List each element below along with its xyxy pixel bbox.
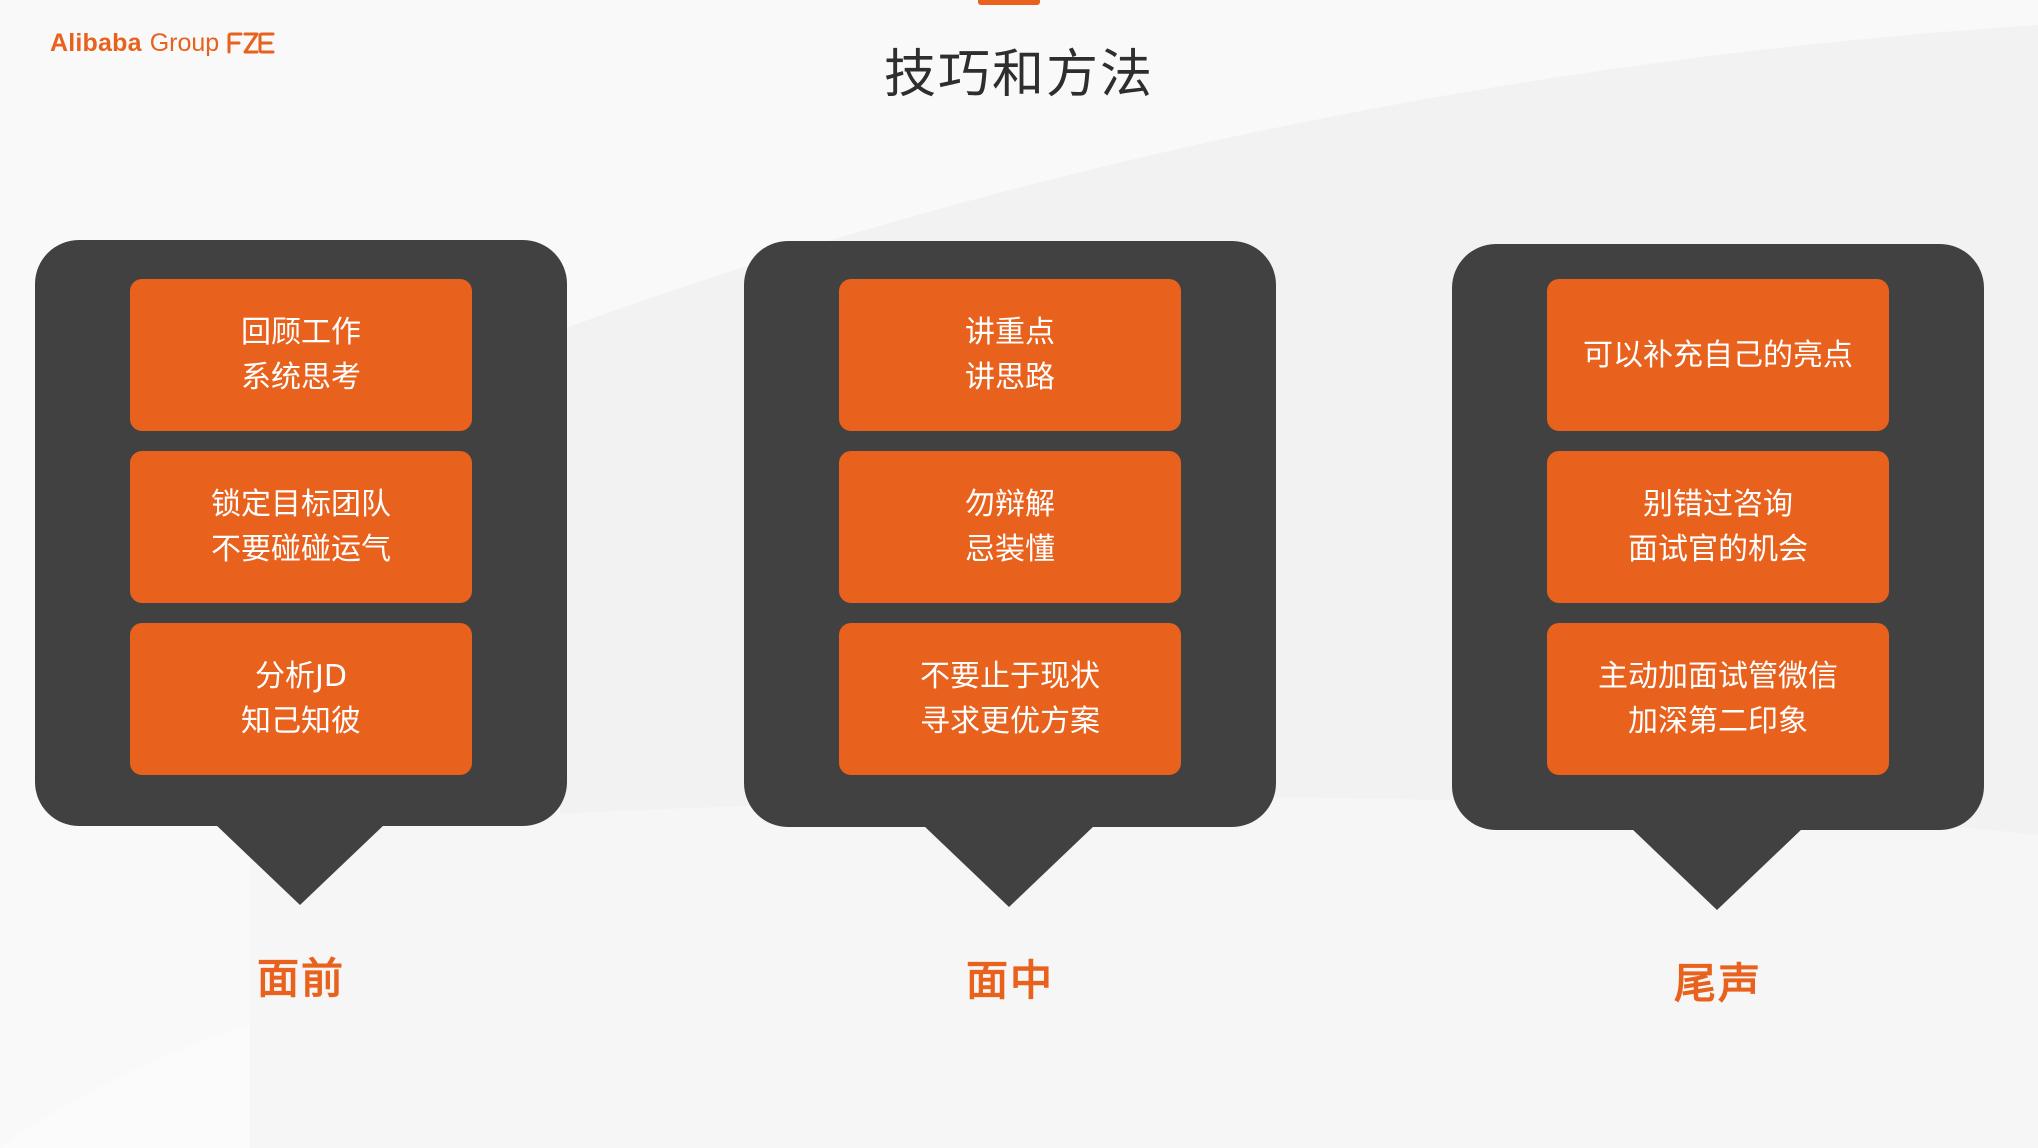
phase-label-closing: 尾声 xyxy=(1673,959,1762,1008)
tip-line: 分析JD xyxy=(255,659,347,694)
tip-line: 不要碰碰运气 xyxy=(211,532,391,567)
tip-card: 主动加面试管微信 加深第二印象 xyxy=(1547,623,1889,775)
tip-line: 讲重点 xyxy=(965,315,1055,350)
tip-line: 知己知彼 xyxy=(241,704,361,739)
tip-line: 忌装懂 xyxy=(965,532,1055,567)
phase-label-before: 面前 xyxy=(256,954,345,1003)
tip-line: 主动加面试管微信 xyxy=(1598,659,1838,694)
tip-line: 回顾工作 xyxy=(241,315,361,350)
panel-closing: 可以补充自己的亮点 别错过咨询 面试官的机会 主动加面试管微信 加深第二印象 xyxy=(1452,244,1984,830)
tip-line: 寻求更优方案 xyxy=(920,704,1100,739)
panel-pointer xyxy=(1631,828,1803,910)
panel-pointer xyxy=(923,825,1095,907)
tip-line: 加深第二印象 xyxy=(1628,704,1808,739)
tip-line: 锁定目标团队 xyxy=(211,487,391,522)
panel-before-interview: 回顾工作 系统思考 锁定目标团队 不要碰碰运气 分析JD 知己知彼 xyxy=(35,240,567,826)
tip-card: 讲重点 讲思路 xyxy=(839,279,1181,431)
logo-brand: Alibaba xyxy=(50,28,142,57)
page-title: 技巧和方法 xyxy=(883,45,1154,105)
alibaba-fe-mark-icon xyxy=(227,32,275,54)
logo-group: Group xyxy=(149,28,220,57)
tip-card: 可以补充自己的亮点 xyxy=(1547,279,1889,431)
tip-line: 讲思路 xyxy=(965,360,1055,395)
phase-label-during: 面中 xyxy=(965,956,1054,1005)
tip-line: 别错过咨询 xyxy=(1643,487,1793,522)
tip-line: 可以补充自己的亮点 xyxy=(1583,337,1853,373)
tip-card: 别错过咨询 面试官的机会 xyxy=(1547,451,1889,603)
tip-line: 面试官的机会 xyxy=(1628,532,1808,567)
panel-pointer xyxy=(214,823,386,905)
tip-card: 回顾工作 系统思考 xyxy=(130,279,472,431)
tip-card: 不要止于现状 寻求更优方案 xyxy=(839,623,1181,775)
tip-card: 锁定目标团队 不要碰碰运气 xyxy=(130,451,472,603)
tip-card: 分析JD 知己知彼 xyxy=(130,623,472,775)
panel-during-interview: 讲重点 讲思路 勿辩解 忌装懂 不要止于现状 寻求更优方案 xyxy=(744,241,1276,827)
alibaba-group-logo: Alibaba Group xyxy=(50,26,275,60)
tip-line: 勿辩解 xyxy=(965,487,1055,522)
tip-line: 系统思考 xyxy=(241,360,361,395)
tip-card: 勿辩解 忌装懂 xyxy=(839,451,1181,603)
top-accent-tick xyxy=(978,0,1040,5)
tip-line: 不要止于现状 xyxy=(920,659,1100,694)
